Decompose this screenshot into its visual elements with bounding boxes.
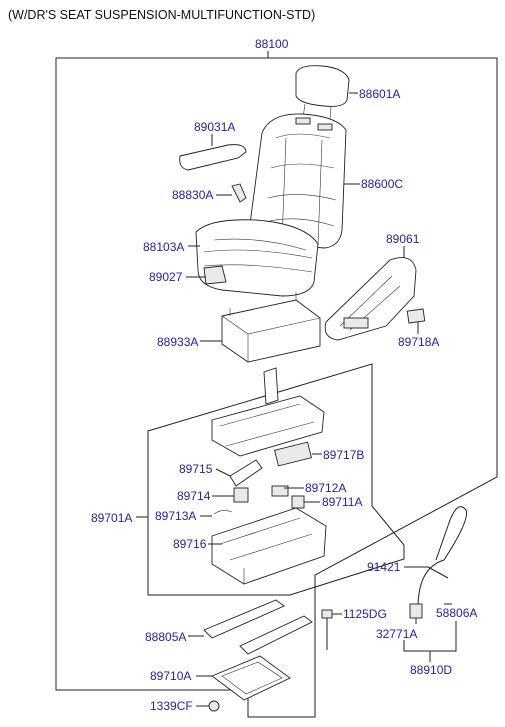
part-label-89718A[interactable]: 89718A <box>398 335 440 349</box>
part-label-88601A[interactable]: 88601A <box>359 87 401 101</box>
lower-suspension-base-drawing <box>136 507 327 585</box>
part-label-89031A[interactable]: 89031A <box>194 120 236 134</box>
part-label-88103A[interactable]: 88103A <box>143 240 185 254</box>
lever-drawing <box>216 183 247 203</box>
part-label-89711A[interactable]: 89711A <box>322 495 363 509</box>
part-label-32771A[interactable]: 32771A <box>376 627 418 641</box>
diagram-title: (W/DR'S SEAT SUSPENSION-MULTIFUNCTION-ST… <box>8 8 316 22</box>
seat-cushion-drawing <box>186 219 319 297</box>
part-label-88830A[interactable]: 88830A <box>172 188 214 202</box>
side-shield-drawing <box>179 134 247 171</box>
part-label-89713A[interactable]: 89713A <box>155 509 197 523</box>
switch-drawing <box>406 308 426 334</box>
part-label-89710A[interactable]: 89710A <box>150 669 192 683</box>
part-label-89027[interactable]: 89027 <box>149 270 183 284</box>
part-label-89715[interactable]: 89715 <box>179 462 213 476</box>
mounting-plate-drawing <box>196 655 291 701</box>
part-label-1339CF[interactable]: 1339CF <box>150 699 193 713</box>
part-label-88600C[interactable]: 88600C <box>361 177 404 191</box>
motor-drawing <box>274 441 322 467</box>
part-label-89061[interactable]: 89061 <box>386 232 420 246</box>
nut-drawing <box>196 700 220 712</box>
part-label-88933A[interactable]: 88933A <box>157 335 199 349</box>
part-label-1125DG[interactable]: 1125DG <box>343 607 387 621</box>
part-label-91421[interactable]: 91421 <box>367 560 401 574</box>
part-label-89716[interactable]: 89716 <box>173 537 207 551</box>
part-label-88910D[interactable]: 88910D <box>410 663 453 677</box>
upper-suspension-frame-drawing <box>211 367 325 457</box>
slide-rails-drawing <box>188 599 313 655</box>
shock-absorber-drawing <box>215 459 263 487</box>
assembly-frame-outline <box>55 57 498 718</box>
part-label-89714[interactable]: 89714 <box>177 489 211 503</box>
side-cover-drawing <box>324 246 417 341</box>
valve-group-drawing <box>200 485 320 517</box>
suspension-frame-outline <box>147 363 405 596</box>
part-label-89712A[interactable]: 89712A <box>305 481 347 495</box>
bolt-drawing <box>321 609 342 650</box>
part-label-58806A[interactable]: 58806A <box>436 606 478 620</box>
part-label-88805A[interactable]: 88805A <box>145 630 187 644</box>
part-label-88100[interactable]: 88100 <box>255 37 289 51</box>
part-label-89701A[interactable]: 89701A <box>91 511 133 525</box>
part-label-89717B[interactable]: 89717B <box>323 448 365 462</box>
headrest-drawing <box>295 65 358 122</box>
seat-pan-frame-drawing <box>200 292 321 363</box>
cable-assembly-drawing <box>403 506 468 662</box>
